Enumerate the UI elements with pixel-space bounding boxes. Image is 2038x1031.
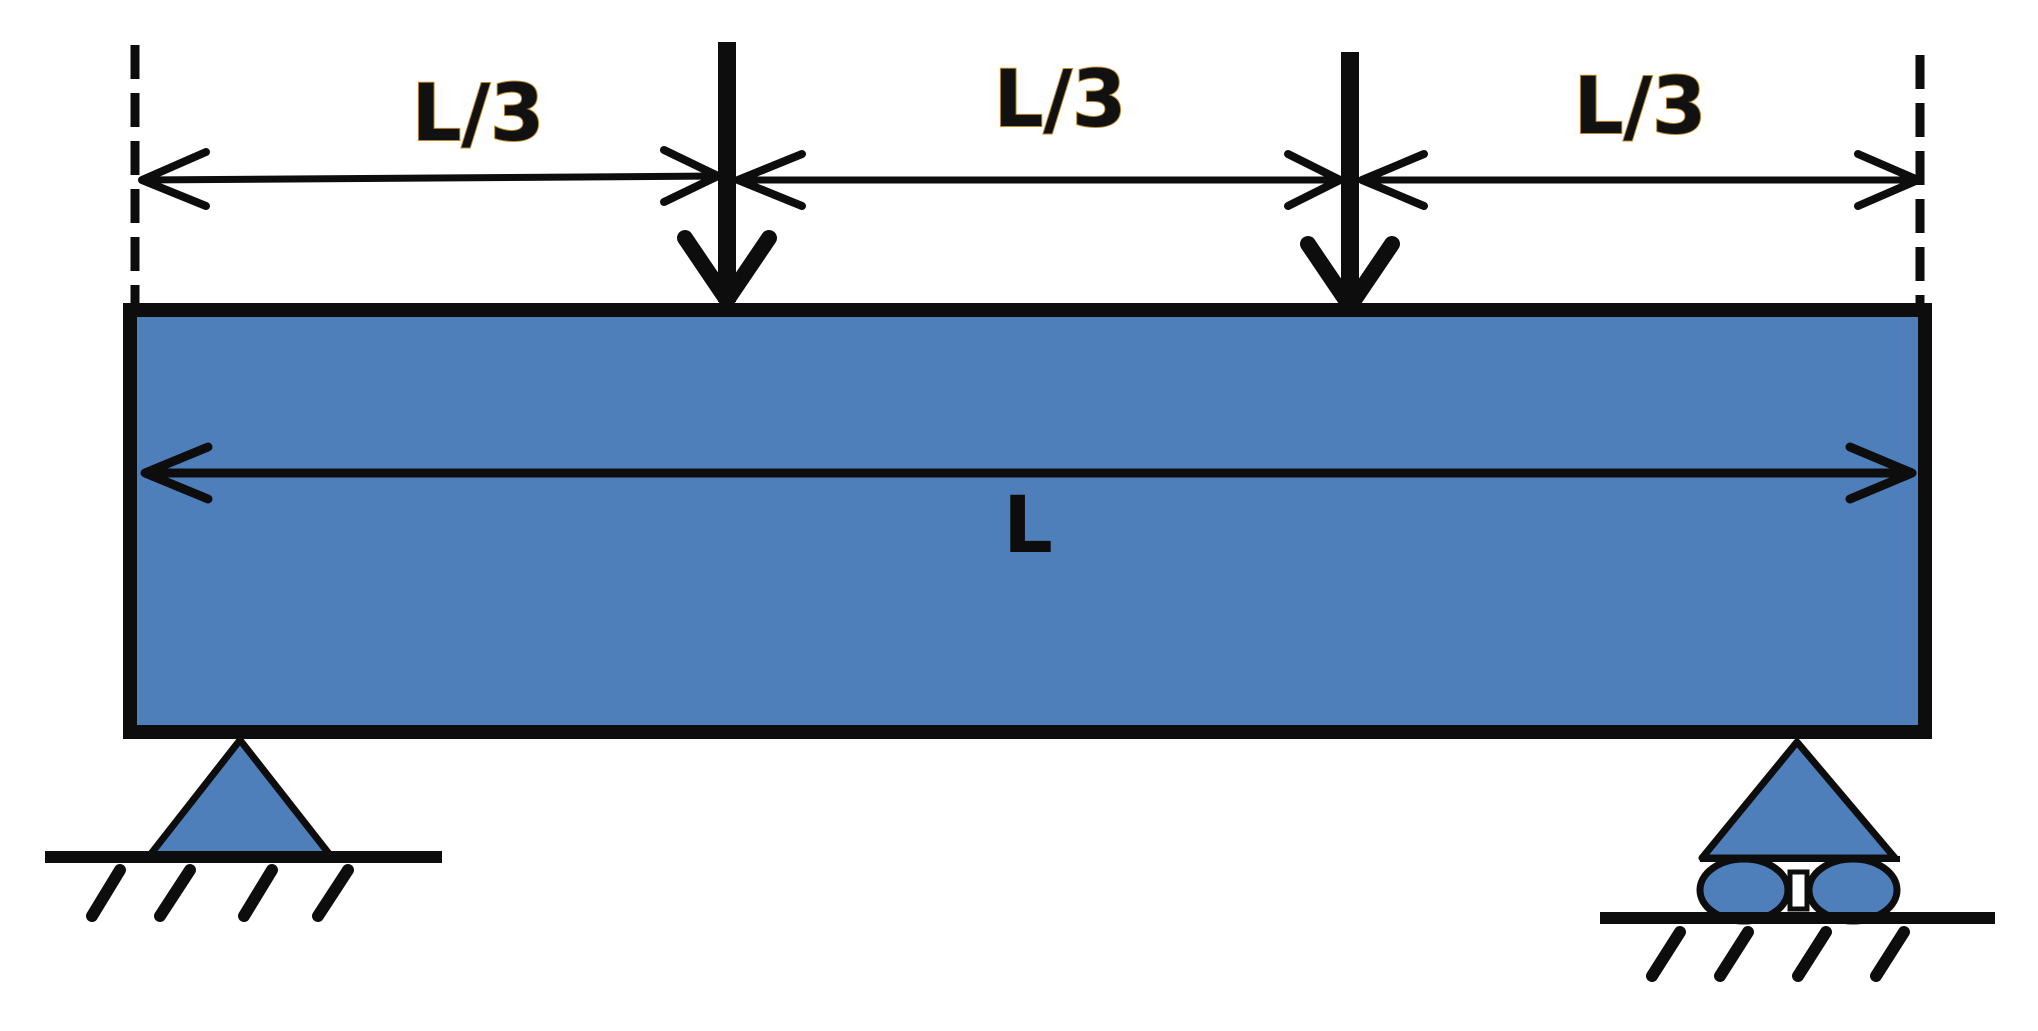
load-arrow-right-icon (1300, 52, 1400, 314)
pin-support-icon (45, 736, 442, 922)
label-third-third: L/3 (1574, 62, 1706, 152)
dimension-line-total-length (140, 442, 1917, 504)
label-first-third: L/3 (412, 69, 544, 159)
load-arrow-left-icon (677, 42, 777, 308)
beam-body (123, 303, 1932, 739)
dimension-line-second-third (734, 150, 1344, 210)
dimension-line-third-third (1358, 150, 1922, 210)
label-second-third: L/3 (994, 55, 1126, 145)
label-total-length: L (1003, 481, 1053, 571)
roller-support-icon (1600, 738, 1995, 982)
dimension-line-first-third (138, 146, 722, 210)
